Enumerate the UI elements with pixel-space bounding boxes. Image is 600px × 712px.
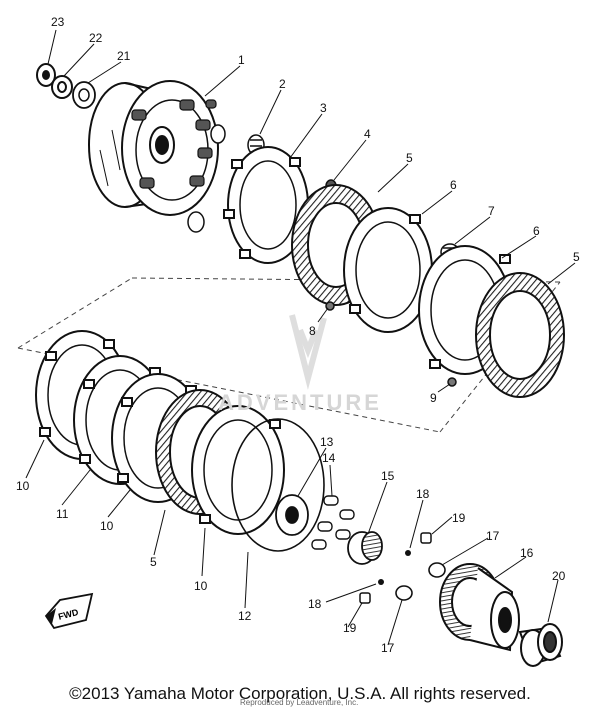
callout-5c: 5 — [150, 555, 157, 569]
clutch-boss-13 — [275, 494, 309, 536]
callout-19b: 19 — [343, 621, 357, 635]
callout-14: 14 — [322, 451, 336, 465]
callout-12: 12 — [238, 609, 252, 623]
plate-10c — [191, 405, 285, 535]
callout-22: 22 — [89, 31, 103, 45]
callout-19a: 19 — [452, 511, 466, 525]
bushing-20 — [518, 623, 563, 667]
callout-labels: 23 22 21 1 2 3 4 5 6 7 6 5 8 9 10 11 10 … — [16, 15, 580, 655]
damper-spring — [187, 124, 226, 233]
callout-10b: 10 — [100, 519, 114, 533]
callout-1: 1 — [238, 53, 245, 67]
callout-5a: 5 — [406, 151, 413, 165]
watermark-logo — [289, 314, 327, 390]
credit-text: Reproduced by Leadventure, Inc. — [240, 698, 359, 707]
clip-17a — [428, 562, 446, 578]
callout-21: 21 — [117, 49, 131, 63]
callout-10c: 10 — [194, 579, 208, 593]
friction-plate-5b — [475, 272, 565, 398]
assembly-boundary — [17, 277, 561, 433]
callout-16: 16 — [520, 546, 534, 560]
washer-21 — [72, 81, 96, 109]
callout-17b: 17 — [381, 641, 395, 655]
wire-ring-12 — [231, 418, 325, 552]
callout-9: 9 — [430, 391, 437, 405]
spring-19b — [359, 592, 371, 604]
forward-arrow-icon: FWD — [44, 592, 94, 630]
callout-7: 7 — [488, 204, 495, 218]
callout-18a: 18 — [416, 487, 430, 501]
callout-20: 20 — [552, 569, 566, 583]
clutch-housing-1 — [88, 80, 219, 216]
callout-2: 2 — [279, 77, 286, 91]
clip-17b — [395, 585, 413, 601]
callout-6b: 6 — [533, 224, 540, 238]
cushions-14 — [311, 495, 355, 550]
fwd-label: FWD — [57, 607, 80, 622]
spring-19a — [420, 532, 432, 544]
callout-11: 11 — [56, 507, 69, 521]
lock-washer-22 — [51, 75, 73, 99]
callout-15: 15 — [381, 469, 395, 483]
leader-lines — [25, 29, 576, 646]
ball-18b — [378, 579, 384, 585]
callout-18b: 18 — [308, 597, 322, 611]
watermark-text: ADVENTURE — [218, 390, 382, 415]
primary-drive-gear-16 — [439, 563, 520, 652]
callout-13: 13 — [320, 435, 334, 449]
callout-3: 3 — [320, 101, 327, 115]
callout-5b: 5 — [573, 250, 580, 264]
ball-18a — [405, 550, 411, 556]
callout-8: 8 — [309, 324, 316, 338]
copyright-notice: ©2013 Yamaha Motor Corporation, U.S.A. A… — [69, 684, 531, 703]
callout-17a: 17 — [486, 529, 500, 543]
callout-4: 4 — [364, 127, 371, 141]
callout-10a: 10 — [16, 479, 30, 493]
callout-6a: 6 — [450, 178, 457, 192]
callout-23: 23 — [51, 15, 65, 29]
nut-23 — [36, 63, 56, 87]
collar-15 — [347, 531, 383, 565]
